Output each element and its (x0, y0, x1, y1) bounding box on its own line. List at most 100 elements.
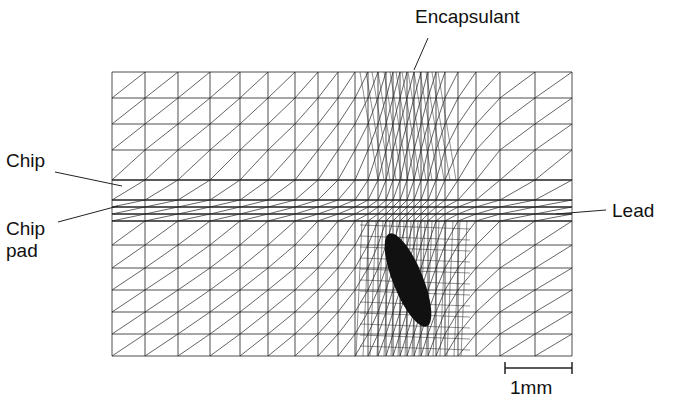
mesh-line (476, 180, 500, 200)
mesh-line (338, 214, 355, 221)
mesh-line (338, 200, 355, 207)
mesh-line (318, 207, 338, 214)
mesh-line (445, 214, 458, 221)
mesh-line (428, 200, 436, 207)
mesh-line (295, 312, 318, 334)
scale-bar (571, 362, 573, 374)
mesh-line (445, 180, 458, 200)
mesh-line (355, 124, 368, 150)
mesh-line (445, 207, 458, 214)
leader-line (55, 172, 122, 186)
mesh-line (338, 312, 355, 334)
mesh-line (295, 72, 318, 98)
mesh-line (432, 72, 450, 180)
mesh-line (240, 268, 268, 290)
mesh-line (421, 180, 428, 200)
mesh-line (458, 200, 476, 207)
mesh-line (112, 312, 572, 313)
mesh-line (355, 180, 368, 200)
mesh-line (402, 72, 420, 180)
mesh-line (421, 245, 428, 268)
mesh-line (178, 207, 210, 214)
mesh-line (112, 150, 572, 151)
mesh-line (178, 124, 210, 150)
mesh-line (436, 124, 445, 150)
mesh-line (210, 98, 240, 124)
mesh-line (112, 98, 145, 124)
mesh-line (368, 200, 378, 207)
mesh-line (112, 334, 572, 335)
mesh-line (393, 214, 400, 221)
mesh-line (428, 245, 436, 268)
mesh-line (318, 180, 338, 200)
mesh-line (445, 98, 458, 124)
mesh-line (445, 221, 458, 245)
mesh-line (178, 290, 210, 312)
mesh-line (145, 214, 178, 221)
mesh-line (338, 245, 355, 268)
mesh-line (445, 124, 458, 150)
mesh-line (414, 207, 421, 214)
mesh-line (268, 221, 295, 245)
mesh-line (476, 290, 500, 312)
mesh-line (240, 312, 268, 334)
mesh-line (268, 245, 295, 268)
mesh-line (414, 200, 421, 207)
mesh-line (436, 200, 445, 207)
mesh-line (355, 98, 368, 124)
mesh-line (378, 98, 386, 124)
mesh-line (295, 207, 318, 214)
mesh-line (400, 180, 407, 200)
mesh-line (386, 200, 393, 207)
mesh-line (461, 221, 467, 356)
mesh-line (476, 245, 500, 268)
mesh-line (400, 214, 407, 221)
mesh-line (112, 312, 145, 334)
mesh-line (295, 180, 318, 200)
mesh-line (268, 312, 295, 334)
mesh-line (355, 72, 368, 98)
mesh-line (363, 221, 369, 356)
mesh-line (408, 72, 426, 180)
mesh-line (445, 200, 458, 207)
mesh-line (240, 124, 268, 150)
mesh-line (210, 221, 240, 245)
mesh-line (476, 124, 500, 150)
mesh-line (368, 214, 378, 221)
mesh-line (436, 72, 445, 98)
mesh-line (396, 72, 414, 180)
mesh-line (436, 207, 445, 214)
mesh-line (535, 150, 572, 180)
mesh-line (240, 180, 268, 200)
mesh-line (295, 124, 318, 150)
mesh-line (268, 214, 295, 221)
mesh-line (407, 180, 414, 200)
mesh-line (112, 72, 145, 98)
mesh-line (240, 334, 268, 356)
mesh-line (458, 245, 476, 268)
mesh-line (240, 214, 268, 221)
mesh-line (178, 180, 210, 200)
mesh-line (112, 72, 572, 73)
mesh-line (268, 72, 295, 98)
mesh-line (210, 334, 240, 356)
mesh-line (400, 72, 407, 98)
mesh-line (318, 124, 338, 150)
mesh-line (318, 72, 338, 98)
mesh-line (500, 72, 535, 98)
mesh-line (338, 180, 355, 200)
leader-line (414, 38, 428, 70)
mesh-line (112, 180, 145, 200)
mesh-line (500, 207, 535, 214)
leader-line (556, 210, 606, 214)
mesh-line (445, 268, 458, 290)
mesh-line (210, 150, 240, 180)
mesh-line (428, 98, 436, 124)
mesh-line (458, 290, 476, 312)
mesh-line (360, 324, 470, 328)
mesh-line (458, 268, 476, 290)
mesh-line (338, 207, 355, 214)
mesh-line (500, 214, 535, 221)
mesh-line (318, 200, 338, 207)
part-label: Chip (6, 150, 45, 172)
